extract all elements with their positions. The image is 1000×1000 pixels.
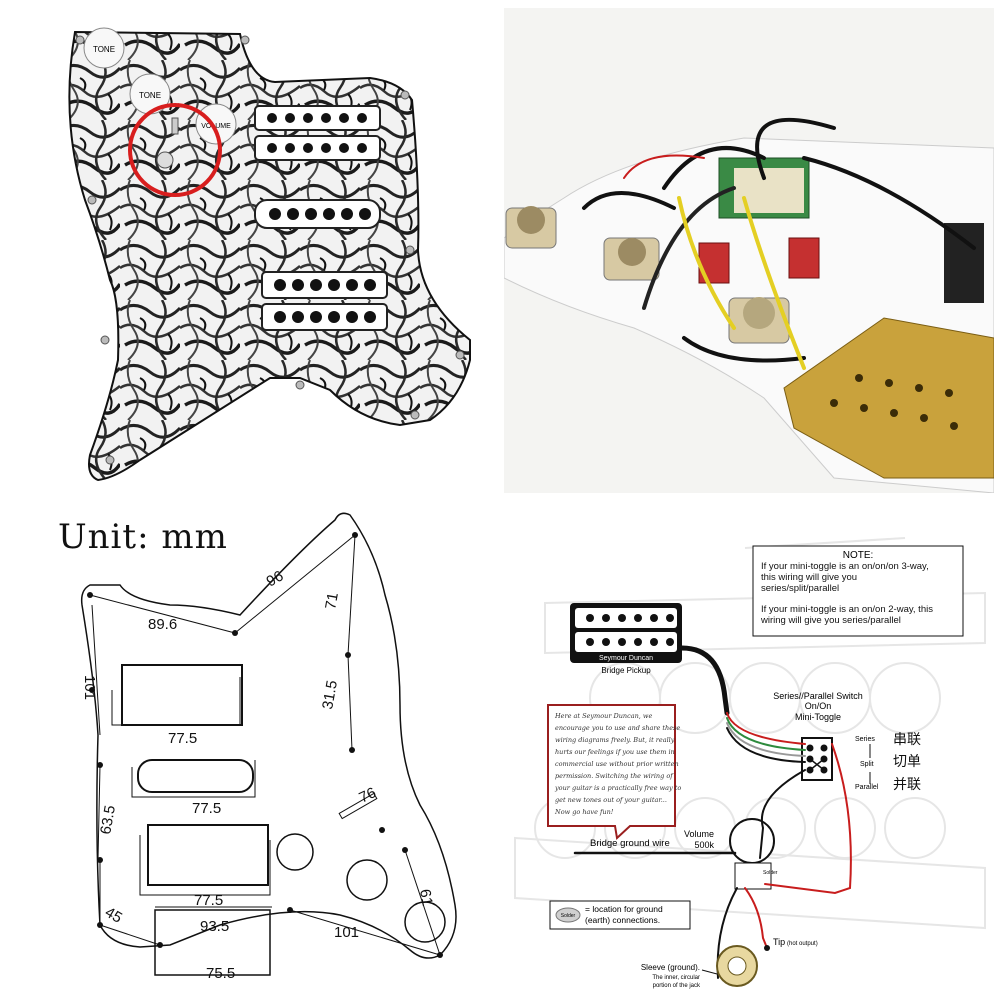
dimensions-drawing-panel: Unit: mm (0, 505, 500, 1000)
switch-label-3: Mini-Toggle (795, 712, 841, 722)
message-line-7: your guitar is a practically free way to (554, 784, 681, 792)
dim-77-5-bridge: 77.5 (194, 892, 223, 909)
note-line-2: this wiring will give you (761, 572, 857, 583)
tone-hole-2 (404, 901, 446, 943)
position-parallel: Parallel (855, 784, 879, 791)
solder-blob-icon (555, 907, 581, 923)
pickguard-body (68, 30, 471, 482)
message-line-5: commercial use without prior written (555, 760, 679, 768)
jack-area (154, 909, 271, 976)
sleeve-line-2: The inner, circular (652, 975, 700, 981)
volume-pot (728, 297, 790, 344)
dim-89-6: 89.6 (148, 616, 177, 633)
dim-31-5: 31.5 (319, 679, 341, 711)
tone-knob-1-label: TONE (93, 45, 115, 54)
dim-75-5: 75.5 (206, 965, 235, 982)
bridge-humbucker-pickup: Seymour Duncan (570, 603, 682, 663)
dim-96: 96 (264, 567, 287, 590)
note-box (752, 545, 964, 637)
pickguard-photo-panel: TONE TONE VOLUME (0, 0, 500, 500)
switch-slot (338, 792, 378, 820)
neck-pickup-edge (944, 223, 984, 303)
volume-label-1: Volume (684, 829, 714, 839)
chinese-parallel: 并联 (893, 776, 921, 792)
position-split: Split (860, 761, 874, 768)
tip-label: Tip (773, 937, 785, 947)
note-line-6: wiring will give you series/parallel (760, 615, 901, 626)
bridge-humbucker (261, 271, 388, 331)
tone-knob-1 (83, 27, 125, 69)
note-line-1: If your mini-toggle is an on/on/on 3-way… (761, 561, 929, 572)
dim-45: 45 (102, 904, 125, 927)
sleeve-line-3: portion of the jack (653, 983, 701, 989)
middle-single-coil (254, 199, 381, 229)
volume-label-2: 500k (694, 840, 714, 850)
dim-93-5: 93.5 (200, 918, 229, 935)
message-line-2: encourage you to use and share these (555, 724, 680, 732)
dim-77-5-middle: 77.5 (192, 800, 221, 817)
dim-61: 61 (416, 888, 436, 907)
neck-humbucker (254, 105, 381, 161)
tone-hole-1 (346, 859, 388, 901)
tip-note: (hot output) (787, 941, 818, 947)
dim-76: 76 (357, 784, 379, 806)
neck-pickup-cutout (121, 664, 243, 726)
wiring-diagram-panel: NOTE: If your mini-toggle is an on/on/on… (505, 508, 1000, 1000)
position-series: Series (855, 736, 875, 743)
note-line-3: series/split/parallel (761, 583, 839, 594)
mini-toggle-highlight (128, 103, 222, 197)
message-line-4: hurts our feelings if you use them in (555, 748, 675, 756)
message-line-6: permission. Switching the wiring of (555, 772, 674, 780)
note-line-5: If your mini-toggle is an on/on 2-way, t… (761, 604, 933, 615)
pickup-baseplate (783, 317, 994, 479)
solder-legend-word: Solder (561, 913, 576, 919)
wiring-photo-panel (504, 8, 994, 493)
switch-label-2: On/On (805, 701, 832, 711)
legend-line-2: (earth) connections. (585, 915, 660, 925)
dim-63-5: 63.5 (97, 804, 119, 836)
chinese-split: 切单 (893, 753, 921, 769)
pickguard-outline (80, 512, 457, 959)
legend-line-1: = location for ground (585, 904, 663, 914)
dim-101-bottom: 101 (334, 924, 359, 941)
solder-label-pot: Solder (763, 870, 778, 876)
switch-label-1: Series//Parallel Switch (773, 691, 863, 701)
dim-101-left: 101 (81, 675, 98, 700)
sleeve-line-1: Sleeve (ground). (641, 963, 700, 972)
dim-77-5-neck: 77.5 (168, 730, 197, 747)
message-line-1: Here at Seymour Duncan, we (554, 712, 652, 720)
pickup-brand: Seymour Duncan (599, 655, 653, 662)
volume-hole (276, 833, 314, 871)
middle-pickup-cutout (137, 759, 254, 793)
mini-toggle-switch (156, 151, 174, 169)
chinese-series: 串联 (893, 731, 921, 747)
bridge-ground-label: Bridge ground wire (590, 838, 670, 849)
tone-pot-1 (505, 206, 557, 249)
volume-knob (195, 103, 237, 145)
mini-toggle-2 (788, 237, 820, 279)
volume-knob-label: VOLUME (201, 123, 231, 130)
dim-71: 71 (322, 591, 342, 610)
message-line-8: get new tones out of your guitar... (555, 796, 667, 804)
message-line-9: Now go have fun! (554, 808, 614, 816)
tone-pot-2 (603, 237, 660, 281)
tone-knob-2-label: TONE (139, 91, 161, 100)
bridge-pickup-cutout (147, 824, 269, 886)
message-line-3: wiring diagrams freely. But, it really (555, 736, 675, 744)
note-title: NOTE: (843, 550, 874, 561)
pickup-caption: Bridge Pickup (601, 666, 651, 675)
message-bubble (547, 704, 676, 840)
volume-pot (729, 818, 775, 864)
unit-label: Unit: mm (58, 517, 228, 557)
